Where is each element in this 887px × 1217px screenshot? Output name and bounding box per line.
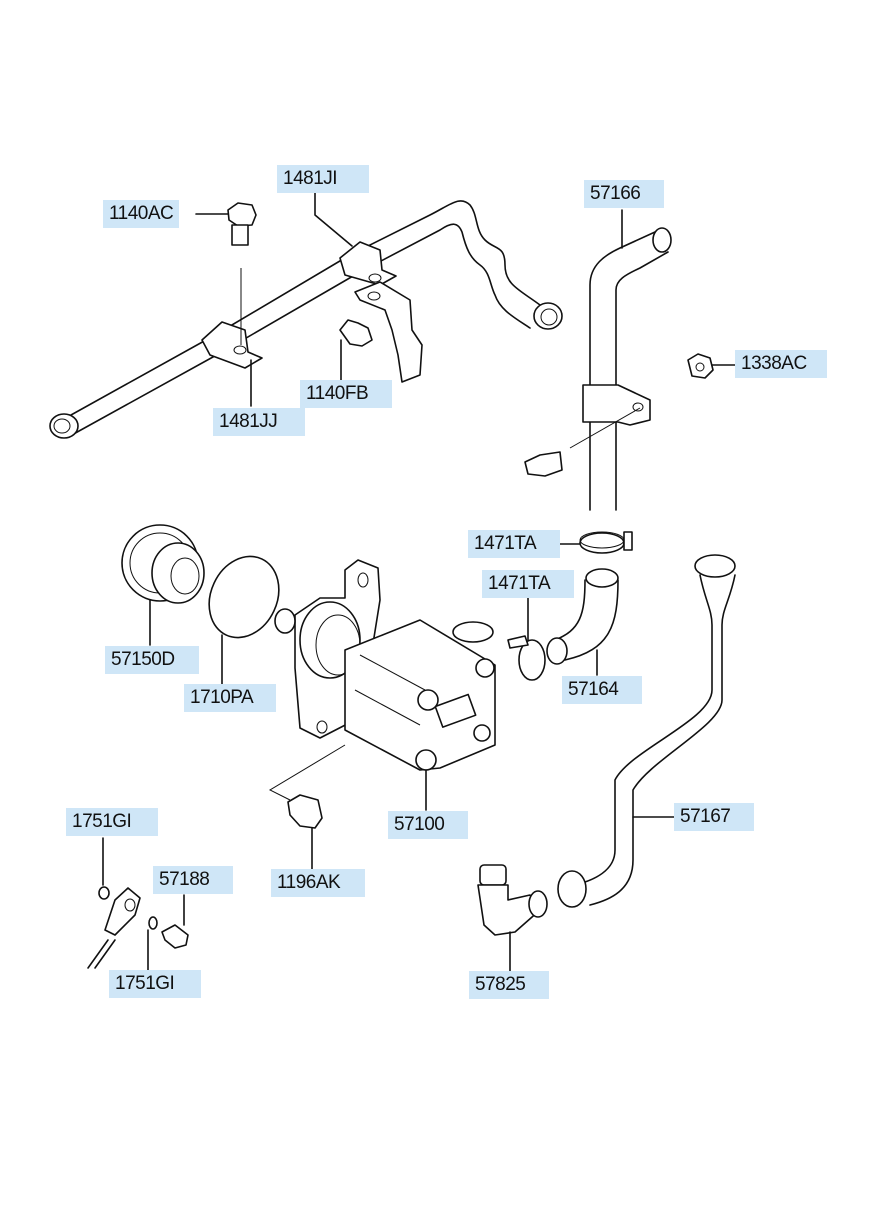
part-label-1481jj[interactable]: 1481JJ: [213, 408, 305, 436]
o-ring-1710pa: [208, 555, 280, 686]
clamp-1481jj: [201, 321, 263, 369]
pump-57100: [268, 559, 496, 811]
part-label-1140fb[interactable]: 1140FB: [300, 380, 392, 408]
bolt-1196ak: [287, 794, 323, 871]
elbow-57825: [477, 864, 548, 973]
terminal-assembly: [87, 837, 189, 971]
part-label-1710pa[interactable]: 1710PA: [184, 684, 276, 712]
hose-clamp-lower: [507, 635, 546, 681]
part-label-57188[interactable]: 57188: [153, 866, 233, 894]
bolt-1140fb: [339, 319, 373, 347]
clamp-1481ji: [339, 241, 423, 383]
part-label-1471ta-top[interactable]: 1471TA: [468, 530, 560, 558]
part-label-1140ac[interactable]: 1140AC: [103, 200, 180, 228]
part-label-57167[interactable]: 57167: [674, 803, 754, 831]
part-label-1196ak[interactable]: 1196AK: [271, 869, 365, 897]
pipe-57166: [524, 227, 672, 511]
part-label-1338ac[interactable]: 1338AC: [735, 350, 827, 378]
gear-57150d: [121, 524, 205, 646]
oil-pipe-left: [49, 200, 563, 439]
leader-lines: [195, 192, 736, 676]
nut-1338ac: [687, 353, 714, 379]
hose-clamp-top: [579, 531, 633, 554]
part-label-57100[interactable]: 57100: [388, 811, 468, 839]
part-label-57164[interactable]: 57164: [562, 676, 642, 704]
part-label-1751gi-bottom[interactable]: 1751GI: [109, 970, 201, 998]
pipe-57167: [557, 554, 736, 908]
part-label-1481ji[interactable]: 1481JI: [277, 165, 369, 193]
part-label-57150d[interactable]: 57150D: [105, 646, 199, 674]
bolt-1140ac: [227, 202, 257, 345]
part-label-57166[interactable]: 57166: [584, 180, 664, 208]
part-label-57825[interactable]: 57825: [469, 971, 549, 999]
part-label-1471ta-lower[interactable]: 1471TA: [482, 570, 574, 598]
hose-57164: [546, 568, 619, 665]
part-label-1751gi-top[interactable]: 1751GI: [66, 808, 158, 836]
